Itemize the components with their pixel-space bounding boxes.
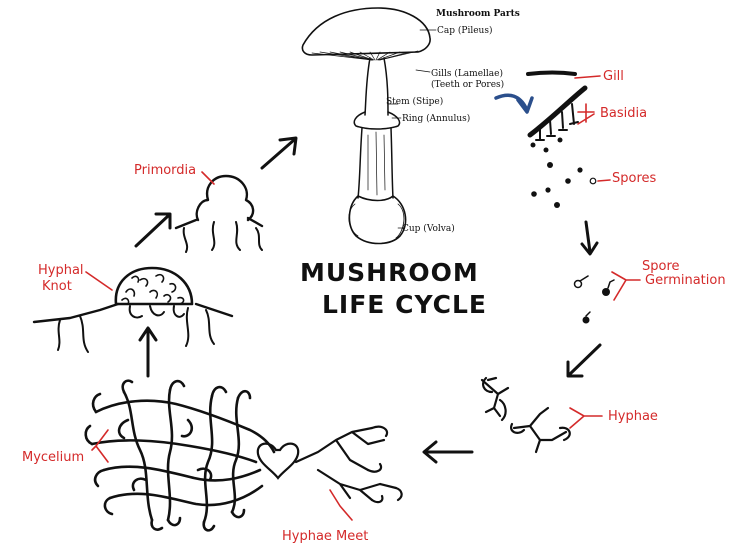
label-gills-2: (Teeth or Pores)	[431, 79, 504, 90]
basidia-bracket	[577, 103, 595, 125]
primordia-pointer	[201, 171, 215, 185]
title-line-1: MUSHROOM	[300, 258, 479, 287]
label-hyphae: Hyphae	[608, 409, 658, 424]
title-line-2: LIFE CYCLE	[322, 290, 487, 319]
hyphal-knot	[32, 266, 234, 353]
label-basidia: Basidia	[600, 106, 647, 121]
label-stem: Stem (Stipe)	[386, 96, 443, 107]
label-hyphal-knot-1: Hyphal	[38, 263, 84, 278]
label-gills-1: Gills (Lamellae)	[431, 68, 503, 79]
arrow-to-hyphae	[566, 343, 602, 378]
label-gill: Gill	[603, 69, 624, 84]
label-hyphal-knot-2: Knot	[42, 279, 72, 294]
hyphae-bracket	[569, 407, 603, 429]
primordia	[174, 174, 264, 253]
blue-arrow	[494, 93, 528, 110]
label-cap: Cap (Pileus)	[437, 25, 492, 36]
spores	[531, 162, 597, 208]
germination-bracket	[611, 271, 641, 301]
label-mycelium: Mycelium	[22, 450, 84, 465]
arrow-to-knot	[138, 326, 158, 378]
hyphae-shapes	[480, 376, 571, 454]
label-primordia: Primordia	[134, 163, 196, 178]
germinating-spores	[573, 275, 615, 324]
mycelium-network	[84, 379, 276, 532]
blue-arrow-head	[516, 96, 534, 114]
mushroom-parts-heading: Mushroom Parts	[436, 9, 520, 19]
gill-closeup	[526, 70, 588, 153]
heart-icon	[256, 442, 300, 480]
mycelium-bracket	[91, 429, 109, 463]
hyphal-knot-pointer	[85, 271, 113, 291]
arrow-to-primordia	[134, 212, 172, 248]
label-spores: Spores	[612, 171, 657, 186]
label-ring: Ring (Annulus)	[402, 113, 470, 124]
hyphae-meet-shapes	[294, 425, 403, 504]
hyphae-meet-pointer	[329, 489, 353, 521]
arrow-to-mushroom	[260, 136, 298, 170]
label-cup: Cup (Volva)	[402, 223, 455, 234]
spores-pointer	[597, 179, 611, 182]
arrow-to-germination	[580, 220, 599, 256]
gill-pointer	[574, 75, 601, 79]
label-spore-germination-1: Spore	[642, 259, 680, 274]
label-hyphae-meet: Hyphae Meet	[282, 529, 368, 544]
mushroom-illustration	[301, 7, 437, 245]
arrow-to-meet	[422, 440, 474, 464]
label-spore-germination-2: Germination	[645, 273, 726, 288]
